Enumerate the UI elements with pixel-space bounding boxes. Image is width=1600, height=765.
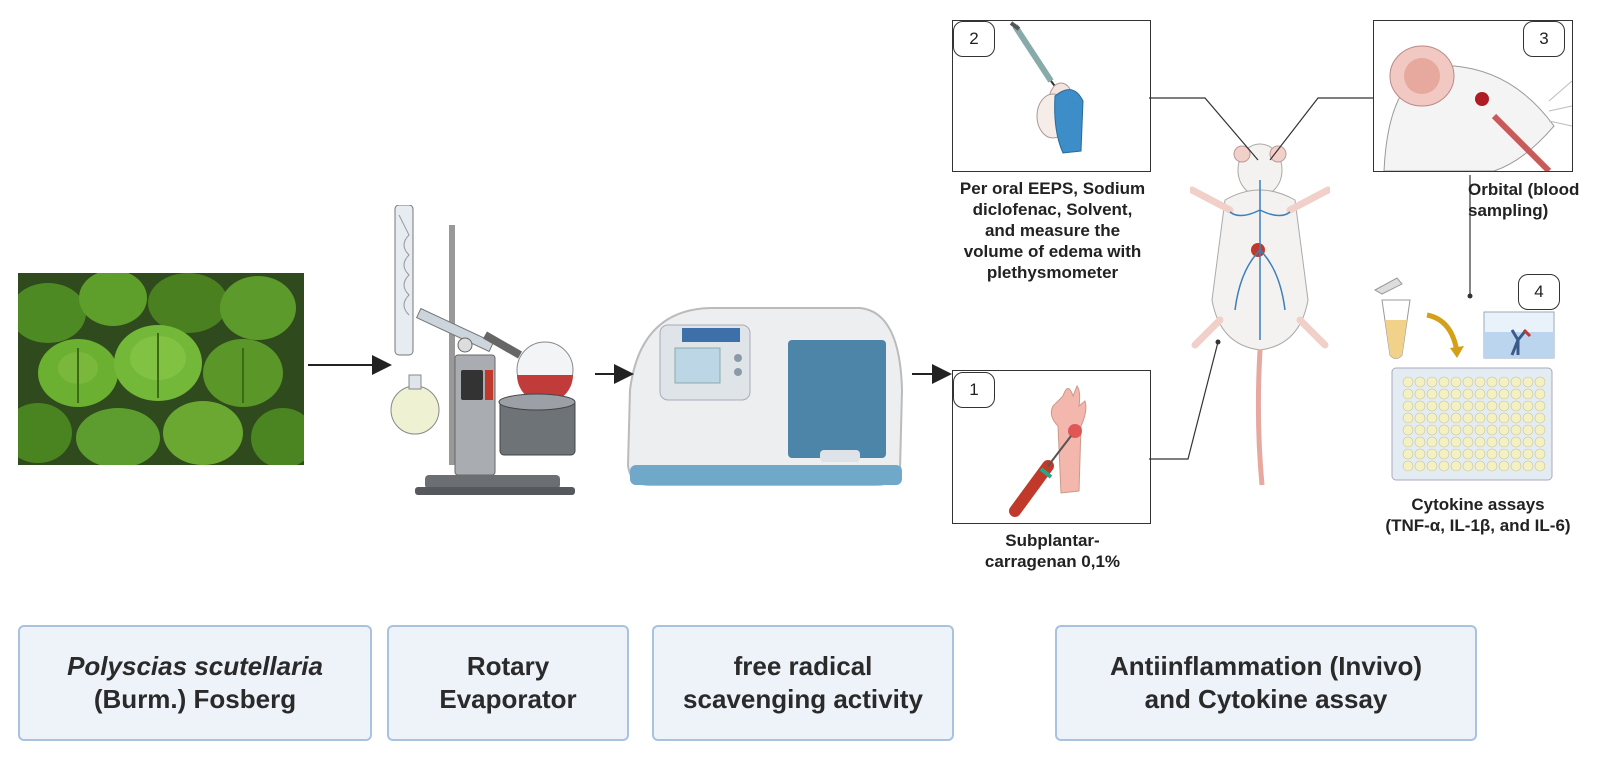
syringe-icon bbox=[1009, 21, 1084, 154]
step-4-badge: 4 bbox=[1518, 274, 1560, 310]
paw-injection-icon bbox=[1009, 385, 1087, 517]
line-frame3-to-mouse bbox=[1269, 97, 1373, 161]
mouse-head-icon bbox=[1383, 45, 1572, 171]
line-frame2-to-mouse bbox=[1149, 97, 1259, 161]
label-box-plant: Polyscias scutellaria (Burm.) Fosberg bbox=[18, 625, 372, 741]
cytokine-assay-illustration bbox=[1373, 277, 1555, 481]
rotary-evaporator-illustration bbox=[390, 205, 576, 495]
orbital-sampling-frame bbox=[1373, 20, 1573, 172]
spectrophotometer-illustration bbox=[626, 307, 904, 486]
step-2-caption: Per oral EEPS, Sodium diclofenac, Solven… bbox=[959, 179, 1146, 282]
label-box-rotary-evaporator: Rotary Evaporator bbox=[387, 625, 629, 741]
step-1-badge: 1 bbox=[953, 372, 995, 408]
label-box-antiinflammation: Antiinflammation (Invivo) and Cytokine a… bbox=[1055, 625, 1477, 741]
plant-leaves-photo bbox=[18, 273, 304, 465]
step-4-caption: Cytokine assays (TNF-α, IL-1β, and IL-6) bbox=[1385, 495, 1571, 535]
step-2-badge: 2 bbox=[953, 21, 995, 57]
label-box-free-radical: free radical scavenging activity bbox=[652, 625, 954, 741]
step-3-caption: Orbital (blood sampling) bbox=[1468, 180, 1580, 220]
mouse-dorsal-illustration bbox=[1190, 143, 1330, 486]
step-1-caption: Subplantar- carragenan 0,1% bbox=[984, 531, 1121, 571]
step-3-badge: 3 bbox=[1523, 21, 1565, 57]
line-frame1-to-mouse bbox=[1149, 341, 1219, 460]
